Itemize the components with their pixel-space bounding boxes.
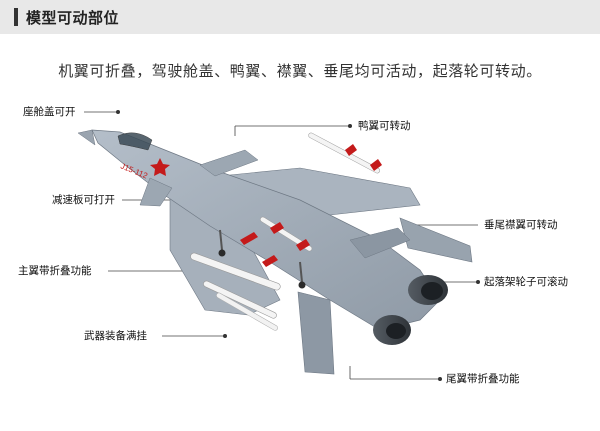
section-header: 模型可动部位: [0, 0, 600, 34]
callout-speedbrake: 减速板可打开: [52, 194, 115, 206]
engine-nozzles: [373, 275, 448, 345]
canard-lower: [139, 177, 173, 207]
canopy: [117, 132, 153, 151]
callout-landing-gear: 起落架轮子可滚动: [484, 276, 568, 288]
callout-canopy: 座舱盖可开: [23, 106, 76, 118]
nose-cone: [77, 129, 96, 146]
weapons-loadout: [190, 132, 382, 331]
callout-tail-wing: 尾翼带折叠功能: [446, 373, 520, 385]
callout-weapons: 武器装备满挂: [84, 330, 147, 342]
left-vertical-tail: [297, 291, 335, 375]
callout-tail-flap: 垂尾襟翼可转动: [484, 219, 558, 231]
feature-summary: 机翼可折叠，驾驶舱盖、鸭翼、襟翼、垂尾均可活动，起落轮可转动。: [58, 62, 542, 80]
callout-canard: 鸭翼可转动: [358, 120, 411, 132]
canard-upper: [199, 149, 259, 177]
red-star-marking: [150, 158, 170, 176]
landing-gear: [218, 229, 306, 289]
header-accent-bar: [14, 8, 18, 26]
callout-main-wing: 主翼带折叠功能: [18, 265, 92, 277]
section-title: 模型可动部位: [26, 9, 120, 27]
tail-flap: [349, 227, 411, 259]
